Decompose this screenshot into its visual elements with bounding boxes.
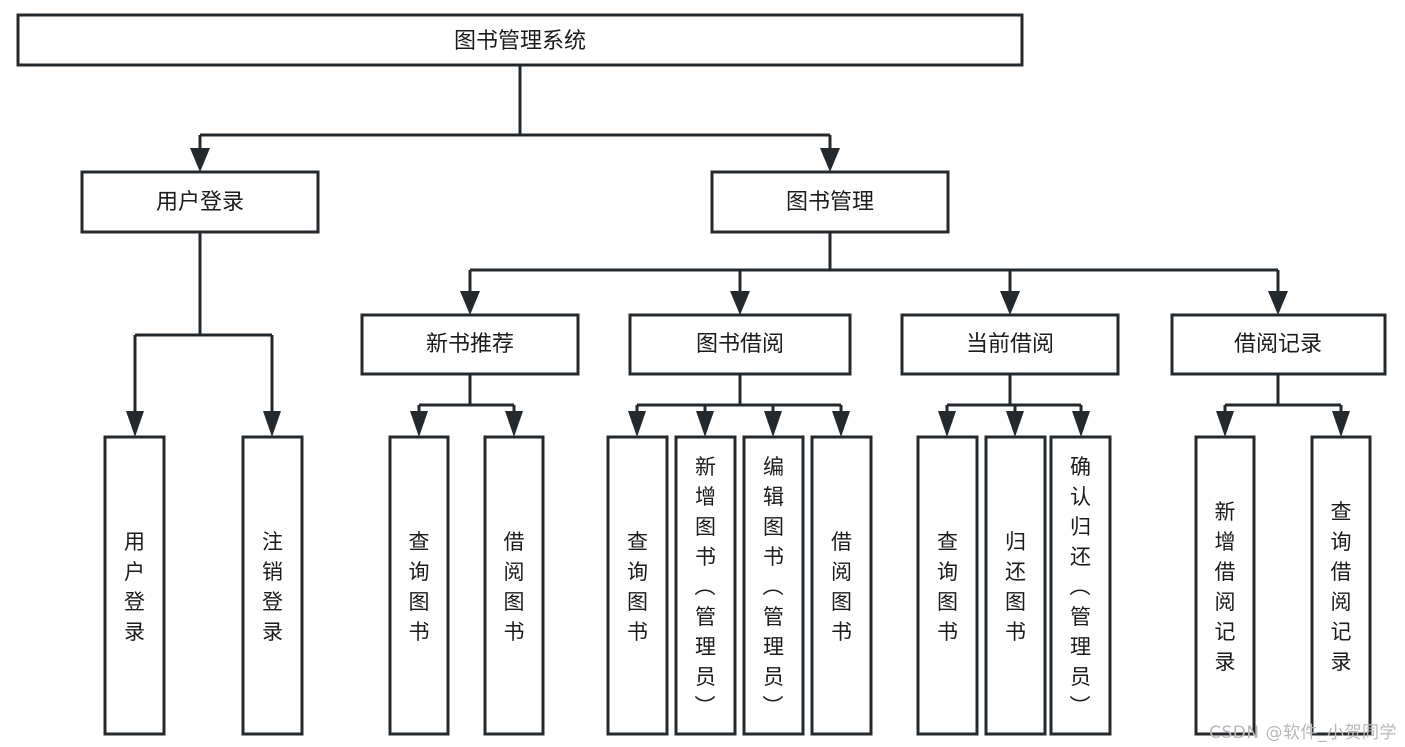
leaf-borrow-book-2-label: 借阅图书 (831, 530, 852, 644)
leaf-borrow-book-2-box[interactable] (810, 435, 873, 736)
leaf-confirm-return[interactable]: 确认归还（管理员） (1049, 435, 1112, 736)
arrow-head-leaf-return-book (1006, 411, 1024, 437)
arrow-head-leaf-query-record (1332, 411, 1350, 437)
node-new-book[interactable]: 新书推荐 (360, 313, 580, 376)
node-current-borrow-box[interactable] (900, 313, 1120, 376)
node-root-label: 图书管理系统 (454, 29, 586, 54)
arrow-head-leaf-user-login (126, 411, 144, 437)
node-book-manage-label: 图书管理 (786, 190, 874, 215)
leaf-user-login[interactable]: 用户登录 (103, 435, 166, 736)
leaf-logout[interactable]: 注销登录 (241, 435, 304, 736)
node-borrow-label: 图书借阅 (696, 332, 784, 357)
node-borrow-record-box[interactable] (1170, 313, 1387, 376)
leaf-query-book-2-label: 查询图书 (627, 530, 648, 644)
leaf-add-record-box[interactable] (1194, 435, 1256, 736)
node-user-login-box[interactable] (80, 170, 320, 234)
connector-layer (126, 65, 1350, 437)
node-new-book-box[interactable] (360, 313, 580, 376)
arrow-head-current (1000, 291, 1020, 315)
node-borrow-record-label: 借阅记录 (1234, 332, 1322, 357)
leaf-borrow-book-1-label: 借阅图书 (504, 530, 525, 644)
node-current-borrow[interactable]: 当前借阅 (900, 313, 1120, 376)
leaf-query-book-2[interactable]: 查询图书 (606, 435, 669, 736)
leaf-borrow-book-2[interactable]: 借阅图书 (810, 435, 873, 736)
leaf-return-book[interactable]: 归还图书 (984, 435, 1047, 736)
leaf-user-login-label: 用户登录 (124, 530, 145, 644)
arrow-head-leaf-borrow-book-1 (505, 411, 523, 437)
arrow-head-leaf-add-book (696, 411, 714, 437)
node-book-manage-box[interactable] (710, 170, 950, 234)
leaf-query-record[interactable]: 查询借阅记录 (1310, 435, 1372, 736)
node-current-borrow-label: 当前借阅 (966, 332, 1054, 357)
leaf-query-book-1[interactable]: 查询图书 (388, 435, 450, 736)
arrow-head-leaf-edit-book (764, 411, 782, 437)
arrow-head-leaf-query-book-2 (628, 411, 646, 437)
leaf-query-record-box[interactable] (1310, 435, 1372, 736)
leaf-add-record-label: 新增借阅记录 (1215, 500, 1236, 674)
leaf-logout-box[interactable] (241, 435, 304, 736)
leaf-add-book[interactable]: 新增图书（管理员） (674, 435, 737, 736)
arrow-head-leaf-add-record (1216, 411, 1234, 437)
leaf-logout-label: 注销登录 (262, 530, 283, 644)
leaf-edit-book[interactable]: 编辑图书（管理员） (742, 435, 805, 736)
node-borrow-record[interactable]: 借阅记录 (1170, 313, 1387, 376)
leaf-confirm-return-label: 确认归还（管理员） (1070, 455, 1092, 719)
leaf-confirm-return-box[interactable] (1049, 435, 1112, 736)
node-user-login-label: 用户登录 (156, 190, 244, 215)
watermark-text: CSDN @软件_小贺同学 (1209, 723, 1397, 743)
node-layer: 图书管理系统 用户登录 图书管理 新书推荐 图书借阅 (16, 13, 1387, 376)
arrow-head-leaf-query-book-3 (938, 411, 956, 437)
leaf-return-book-label: 归还图书 (1005, 530, 1026, 644)
node-borrow-box[interactable] (628, 313, 852, 376)
leaf-query-book-3[interactable]: 查询图书 (916, 435, 979, 736)
leaf-query-book-1-label: 查询图书 (409, 530, 430, 644)
arrow-head-record (1268, 291, 1288, 315)
node-root-box[interactable] (16, 13, 1024, 67)
arrow-head-borrow (730, 291, 750, 315)
leaf-add-book-label: 新增图书（管理员） (695, 455, 717, 719)
arrow-head-leaf-borrow-book-2 (832, 411, 850, 437)
arrow-head-leaf-query-book-1 (410, 411, 428, 437)
node-new-book-label: 新书推荐 (426, 332, 514, 357)
node-user-login[interactable]: 用户登录 (80, 170, 320, 234)
leaf-borrow-book-1-box[interactable] (483, 435, 545, 736)
arrow-head-leaf-logout (263, 411, 281, 437)
leaf-add-record[interactable]: 新增借阅记录 (1194, 435, 1256, 736)
leaf-node-layer: 用户登录 注销登录 查询图书 借阅图书 查询图书 新增图书（管理员） 编辑图书（管理员） 借阅… (103, 435, 1372, 736)
leaf-query-record-label: 查询借阅记录 (1331, 500, 1352, 674)
leaf-user-login-box[interactable] (103, 435, 166, 736)
arrow-head-user-login (190, 148, 210, 172)
leaf-add-book-box[interactable] (674, 435, 737, 736)
leaf-query-book-2-box[interactable] (606, 435, 669, 736)
arrow-head-book-manage (820, 148, 840, 172)
leaf-query-book-3-label: 查询图书 (937, 530, 958, 644)
leaf-query-book-3-box[interactable] (916, 435, 979, 736)
arrow-head-leaf-confirm-return (1072, 411, 1090, 437)
node-borrow[interactable]: 图书借阅 (628, 313, 852, 376)
node-root[interactable]: 图书管理系统 (16, 13, 1024, 67)
leaf-return-book-box[interactable] (984, 435, 1047, 736)
leaf-query-book-1-box[interactable] (388, 435, 450, 736)
leaf-edit-book-label: 编辑图书（管理员） (763, 455, 785, 719)
arrow-head-new-book (460, 291, 480, 315)
leaf-borrow-book-1[interactable]: 借阅图书 (483, 435, 545, 736)
leaf-edit-book-box[interactable] (742, 435, 805, 736)
node-book-manage[interactable]: 图书管理 (710, 170, 950, 234)
